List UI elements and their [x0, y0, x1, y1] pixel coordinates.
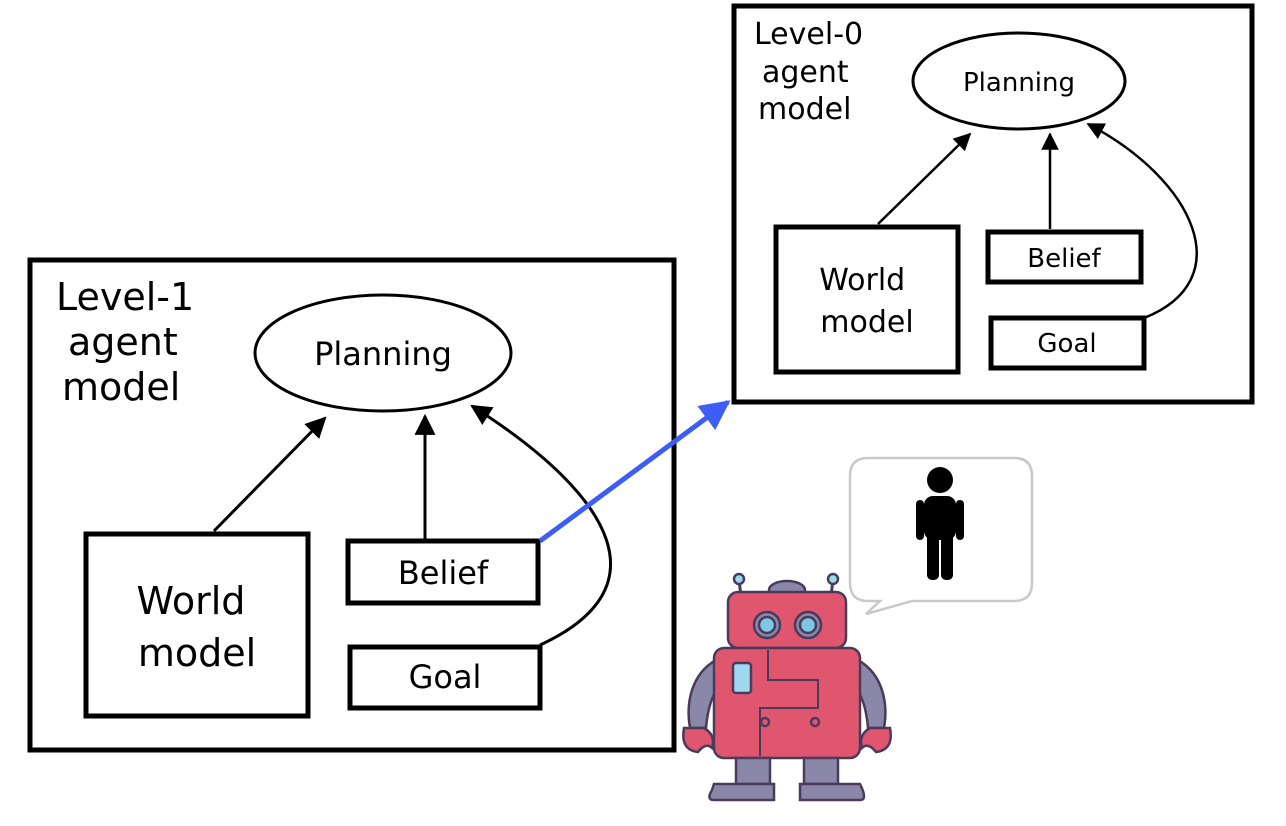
- level0-goal-node: [988, 315, 1147, 371]
- level0-title-line-3: model: [758, 92, 851, 127]
- level1-title-line-3: model: [62, 365, 180, 409]
- level0-frame: [731, 3, 1255, 405]
- level1-belief-node: [345, 538, 541, 606]
- robot-icon: [682, 572, 892, 802]
- level0-world-model-label: World model: [819, 263, 915, 340]
- level1-world-model-line-2: model: [138, 631, 256, 675]
- level0-goal-label: Goal: [1037, 329, 1096, 359]
- level1-world-model-node: [83, 531, 311, 719]
- level0-world-model-line-1: World: [819, 263, 905, 298]
- level1-title-line-1: Level-1: [56, 275, 194, 319]
- level0-title: Level-0 agent model: [754, 17, 873, 127]
- level1-belief-label: Belief: [398, 554, 489, 592]
- belief-to-level0-arrow: [538, 399, 731, 544]
- level1-agent-model: Level-1 agent model Planning World model…: [27, 257, 677, 753]
- level1-title: Level-1 agent model: [56, 275, 206, 409]
- level1-frame: [27, 257, 677, 753]
- person-icon: [916, 467, 964, 580]
- level1-edge-world-to-planning: [212, 416, 327, 533]
- level1-planning-node: [253, 293, 513, 413]
- level1-world-model-line-1: World: [137, 579, 246, 623]
- level0-planning-label: Planning: [963, 68, 1075, 98]
- level1-edge-goal-to-planning: [470, 404, 612, 647]
- level0-title-line-1: Level-0: [754, 17, 863, 52]
- level0-world-model-node: [773, 224, 961, 375]
- level0-agent-model: Level-0 agent model Planning World model…: [731, 3, 1255, 405]
- level0-belief-label: Belief: [1027, 244, 1101, 274]
- level1-world-model-label: World model: [137, 579, 258, 675]
- level1-title-line-2: agent: [68, 320, 178, 364]
- level1-planning-label: Planning: [314, 335, 452, 373]
- level0-world-model-line-2: model: [820, 305, 913, 340]
- level0-edge-goal-to-planning: [1086, 122, 1198, 320]
- level0-edge-world-to-planning: [877, 132, 972, 225]
- level0-planning-node: [911, 31, 1127, 131]
- level1-goal-node: [347, 644, 543, 711]
- level0-title-line-2: agent: [762, 55, 849, 90]
- level0-belief-node: [985, 229, 1144, 285]
- level1-goal-label: Goal: [409, 658, 482, 696]
